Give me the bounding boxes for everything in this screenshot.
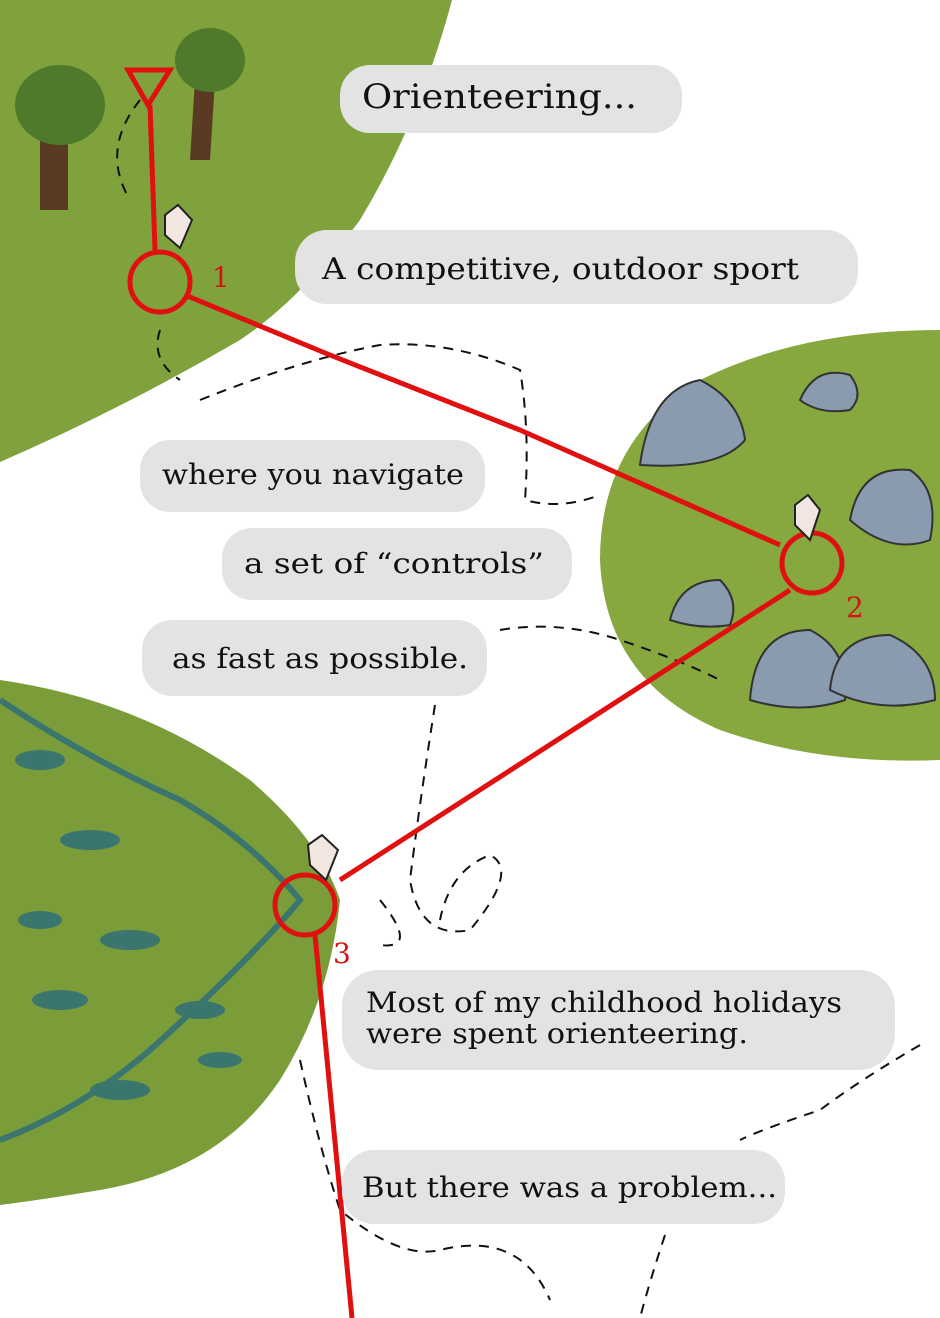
bushes	[638, 371, 937, 709]
caption-bubble	[142, 620, 487, 696]
caption-2: where you navigate	[162, 458, 464, 491]
caption-bubble	[342, 970, 895, 1070]
water-patches	[0, 697, 304, 1143]
start-triangle-icon	[123, 67, 175, 110]
control-number-3: 3	[333, 937, 351, 970]
orienteering-route	[123, 67, 845, 1318]
caption-6: But there was a problem...	[362, 1171, 777, 1204]
tree-icon	[15, 65, 105, 210]
caption-5-line-2: were spent orienteering.	[366, 1017, 748, 1050]
tree-icon	[175, 28, 245, 160]
marsh-area	[0, 680, 340, 1205]
caption-4: as fast as possible.	[172, 642, 468, 675]
control-circle-3	[272, 872, 338, 938]
caption-bubble	[342, 1150, 785, 1224]
caption-3: a set of “controls”	[244, 547, 544, 580]
caption-bubble	[222, 528, 572, 600]
title-caption: Orienteering...	[362, 77, 637, 117]
control-circle-1	[127, 249, 193, 315]
caption-bubble	[295, 230, 858, 304]
caption-bubble	[140, 440, 485, 512]
caption-5-line-1: Most of my childhood holidays	[366, 986, 842, 1019]
control-number-2: 2	[846, 591, 864, 624]
caption-bubble	[340, 65, 682, 133]
caption-1: A competitive, outdoor sport	[321, 252, 799, 287]
control-flag-icon	[164, 203, 822, 882]
dashed-trails	[116, 99, 921, 1318]
forest-area	[0, 0, 452, 462]
control-number-1: 1	[212, 261, 230, 294]
